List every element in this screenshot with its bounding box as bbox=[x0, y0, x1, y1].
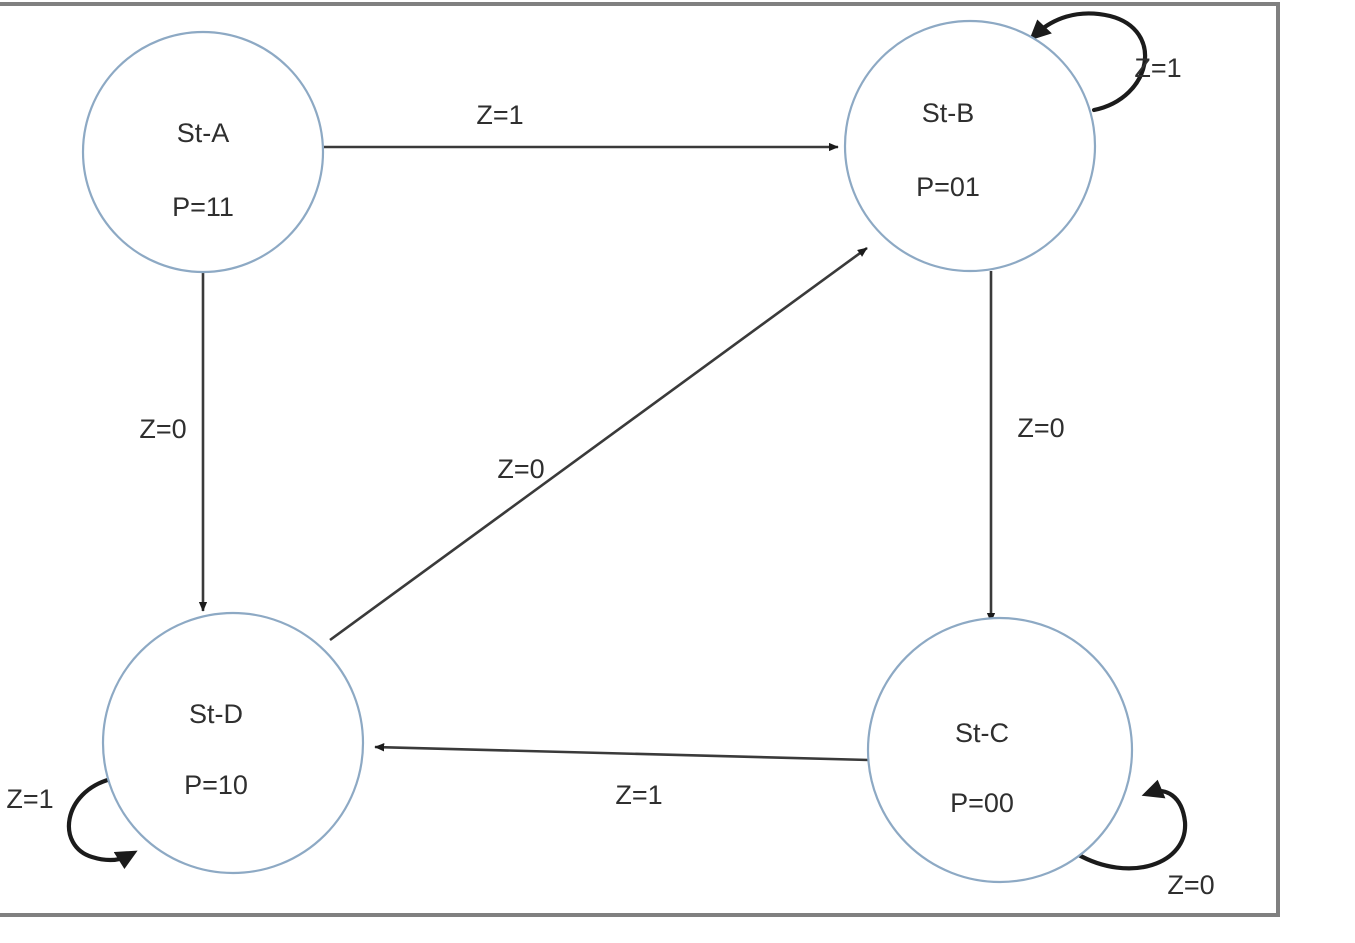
transition-c-self-loop: Z=0 bbox=[1074, 779, 1215, 900]
state-output-st-d: P=10 bbox=[184, 770, 248, 800]
edge-label-c-self: Z=0 bbox=[1167, 870, 1214, 900]
state-node-st-c[interactable]: St-C P=00 bbox=[866, 616, 1134, 884]
state-name-st-d: St-D bbox=[189, 699, 243, 729]
page-frame-border bbox=[0, 2, 1280, 917]
state-name-st-b: St-B bbox=[922, 98, 975, 128]
loop-path-b-self bbox=[1029, 11, 1148, 113]
state-node-st-d[interactable]: St-D P=10 bbox=[101, 611, 365, 875]
edge-line-d-to-b bbox=[329, 246, 868, 642]
edge-label-c-to-d: Z=1 bbox=[615, 780, 662, 810]
transition-d-self-loop: Z=1 bbox=[6, 776, 138, 869]
transition-a-to-d: Z=0 bbox=[139, 272, 208, 612]
loop-path-c-self bbox=[1074, 779, 1188, 871]
transition-c-to-d: Z=1 bbox=[374, 743, 870, 810]
state-node-st-b[interactable]: St-B P=01 bbox=[843, 19, 1097, 273]
transition-d-to-b: Z=0 bbox=[329, 246, 868, 642]
transition-b-to-c: Z=0 bbox=[986, 271, 1065, 623]
edge-label-a-to-d: Z=0 bbox=[139, 414, 186, 444]
state-circle-st-d[interactable] bbox=[101, 611, 365, 875]
edge-label-a-to-b: Z=1 bbox=[476, 100, 523, 130]
state-name-st-c: St-C bbox=[955, 718, 1009, 748]
transition-b-self-loop: Z=1 bbox=[1029, 11, 1182, 113]
state-circle-st-c[interactable] bbox=[866, 616, 1134, 884]
edge-label-d-to-b: Z=0 bbox=[497, 454, 544, 484]
state-circle-st-a[interactable] bbox=[81, 30, 325, 274]
state-circle-st-b[interactable] bbox=[843, 19, 1097, 273]
state-output-st-c: P=00 bbox=[950, 788, 1014, 818]
edge-label-b-to-c: Z=0 bbox=[1017, 413, 1064, 443]
transition-a-to-b: Z=1 bbox=[324, 100, 839, 152]
loop-path-d-self bbox=[66, 776, 138, 869]
edge-label-b-self: Z=1 bbox=[1134, 53, 1181, 83]
edge-label-d-self: Z=1 bbox=[6, 784, 53, 814]
state-output-st-a: P=11 bbox=[172, 192, 234, 222]
state-node-st-a[interactable]: St-A P=11 bbox=[81, 30, 325, 274]
edge-line-c-to-d bbox=[374, 743, 870, 762]
state-name-st-a: St-A bbox=[177, 118, 230, 148]
state-output-st-b: P=01 bbox=[916, 172, 980, 202]
